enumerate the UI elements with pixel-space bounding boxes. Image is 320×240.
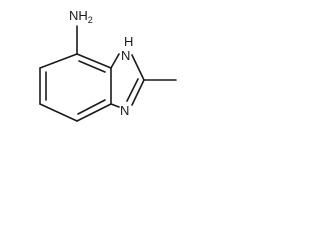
benzimidazole-structure: NH2 H N N bbox=[39, 8, 177, 122]
bond-c3a-c4 bbox=[76, 53, 112, 69]
double-bond-c7-c7a bbox=[77, 99, 106, 115]
amine-n: N bbox=[69, 8, 78, 23]
bond-n3-c7a bbox=[110, 103, 120, 108]
ring-nh-h-label: H bbox=[124, 34, 133, 49]
double-bond-c2-n3 bbox=[126, 78, 139, 102]
bond-c3a-n1 bbox=[110, 53, 120, 69]
bond-c4-c5 bbox=[39, 53, 78, 69]
bond-c7-c7a bbox=[76, 103, 112, 122]
amine-h: H bbox=[78, 8, 87, 23]
bond-c6-c7 bbox=[39, 103, 78, 122]
ring-nh-n-label: N bbox=[121, 48, 130, 63]
amine-label: NH2 bbox=[69, 8, 93, 25]
double-bond-c3a-c4 bbox=[78, 60, 106, 73]
amine-subscript: 2 bbox=[88, 15, 93, 25]
ring-n-label: N bbox=[120, 103, 129, 118]
bond-c2-n3 bbox=[131, 79, 145, 106]
bond-n1-c2 bbox=[131, 54, 145, 81]
